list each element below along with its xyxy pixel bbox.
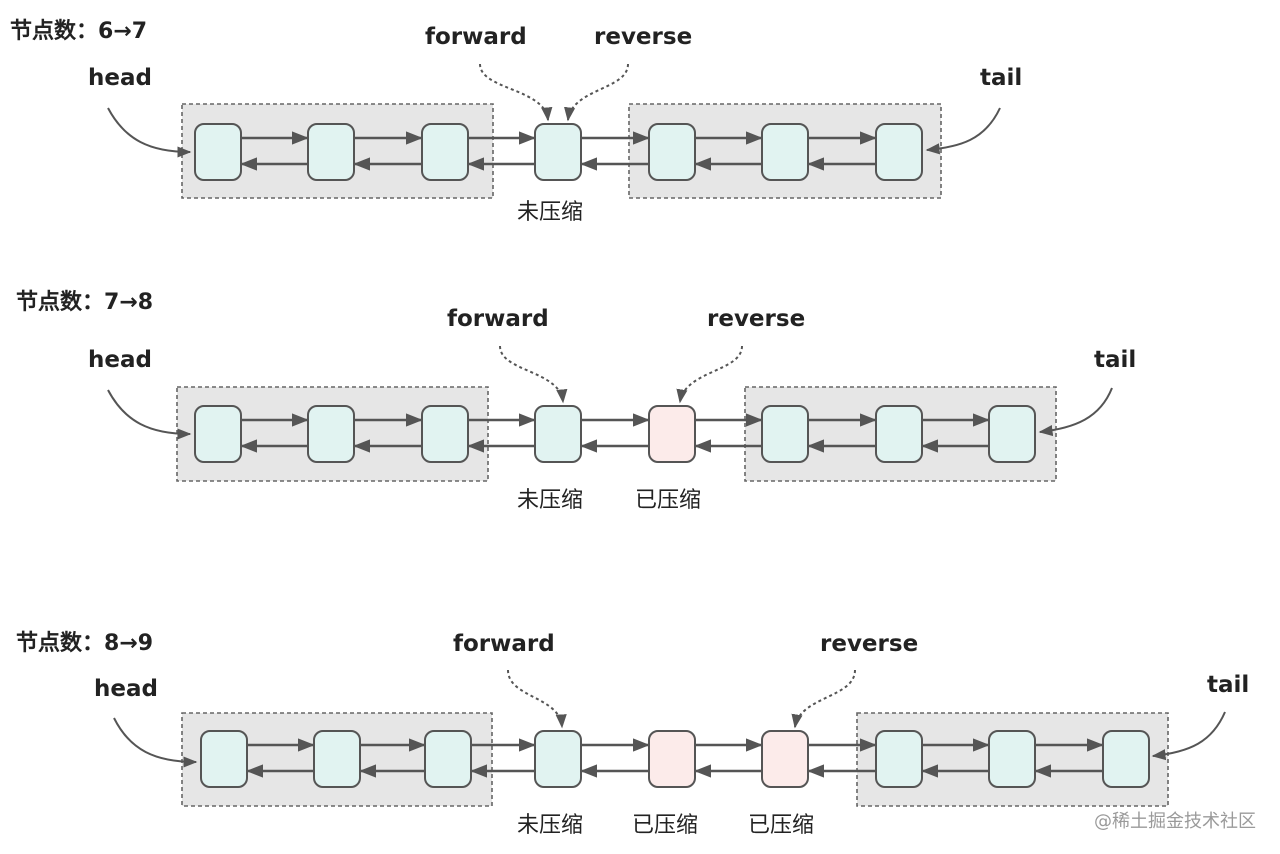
status-label: 已压缩 bbox=[748, 813, 814, 838]
reverse-pointer-arrow bbox=[564, 63, 629, 122]
watermark: @稀土掘金技术社区 bbox=[1094, 811, 1256, 832]
uncompressed-node bbox=[534, 123, 582, 181]
tail-pointer-arrow bbox=[1038, 387, 1113, 437]
status-label: 已压缩 bbox=[632, 813, 698, 838]
uncompressed-node bbox=[648, 123, 696, 181]
head-label: head bbox=[88, 347, 152, 373]
uncompressed-node bbox=[194, 123, 242, 181]
diagram-title: 节点数：8→9 bbox=[16, 630, 153, 656]
status-label: 未压缩 bbox=[517, 200, 583, 225]
uncompressed-node bbox=[421, 405, 469, 463]
uncompressed-node bbox=[307, 405, 355, 463]
forward-pointer-arrow bbox=[479, 63, 553, 122]
tail-label: tail bbox=[1207, 672, 1249, 698]
head-pointer-arrow bbox=[107, 107, 192, 158]
status-label: 未压缩 bbox=[517, 488, 583, 513]
uncompressed-node bbox=[424, 730, 472, 788]
status-label: 已压缩 bbox=[635, 488, 701, 513]
diagram-title: 节点数：7→8 bbox=[16, 289, 153, 315]
uncompressed-node bbox=[1102, 730, 1150, 788]
diagram-2: 节点数：7→8 forward reverse head tail 未压缩 已压… bbox=[16, 289, 1136, 513]
uncompressed-node bbox=[988, 405, 1036, 463]
uncompressed-node bbox=[307, 123, 355, 181]
uncompressed-node bbox=[875, 405, 923, 463]
uncompressed-node bbox=[194, 405, 242, 463]
status-label: 未压缩 bbox=[517, 813, 583, 838]
diagram-3: 节点数：8→9 forward reverse head tail 未压缩 已压… bbox=[16, 630, 1249, 838]
reverse-label: reverse bbox=[820, 631, 918, 657]
forward-label: forward bbox=[425, 24, 527, 50]
head-pointer-arrow bbox=[107, 389, 192, 440]
uncompressed-node bbox=[200, 730, 248, 788]
uncompressed-node bbox=[988, 730, 1036, 788]
diagram-1: 节点数：6→7 forward reverse head tail 未压缩 bbox=[10, 18, 1022, 225]
forward-label: forward bbox=[447, 306, 549, 332]
forward-label: forward bbox=[453, 631, 555, 657]
uncompressed-node bbox=[875, 730, 923, 788]
head-label: head bbox=[88, 65, 152, 91]
head-pointer-arrow bbox=[113, 717, 198, 768]
compressed-node bbox=[761, 730, 809, 788]
compressed-node bbox=[648, 405, 696, 463]
uncompressed-node bbox=[534, 730, 582, 788]
tail-pointer-arrow bbox=[1151, 711, 1226, 761]
tail-pointer-arrow bbox=[925, 107, 1001, 155]
reverse-pointer-arrow bbox=[791, 669, 856, 729]
forward-pointer-arrow bbox=[499, 345, 568, 404]
head-label: head bbox=[94, 676, 158, 702]
diagram-title: 节点数：6→7 bbox=[10, 18, 147, 44]
reverse-pointer-arrow bbox=[676, 345, 743, 404]
compressed-node bbox=[648, 730, 696, 788]
uncompressed-node bbox=[313, 730, 361, 788]
reverse-label: reverse bbox=[707, 306, 805, 332]
tail-label: tail bbox=[980, 65, 1022, 91]
uncompressed-node bbox=[761, 405, 809, 463]
uncompressed-node bbox=[534, 405, 582, 463]
tail-label: tail bbox=[1094, 347, 1136, 373]
uncompressed-node bbox=[875, 123, 923, 181]
reverse-label: reverse bbox=[594, 24, 692, 50]
uncompressed-node bbox=[761, 123, 809, 181]
forward-pointer-arrow bbox=[507, 669, 567, 729]
uncompressed-node bbox=[421, 123, 469, 181]
